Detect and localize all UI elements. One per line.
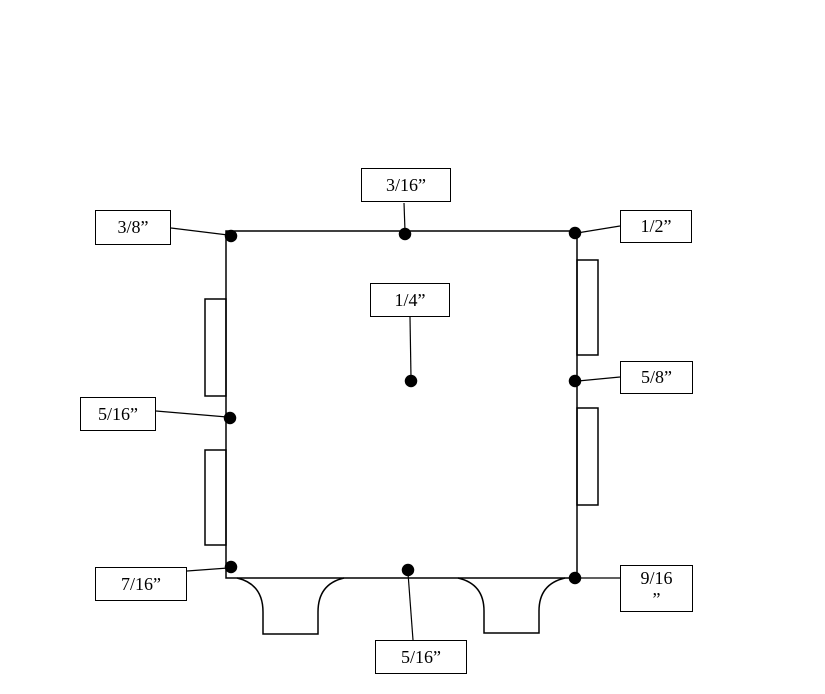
hole-dot-top-left [224,229,238,243]
hole-dot-center [404,374,418,388]
label-center: 1/4” [370,283,450,317]
label-mid-left-text: 5/16” [98,403,138,424]
label-bottom-left: 7/16” [95,567,187,601]
left-tab-bottom [204,449,227,546]
hole-dot-bottom-left [224,560,238,574]
leader-bottom-center [407,572,414,641]
label-bottom-left-text: 7/16” [121,573,161,594]
leader-top-left [170,227,229,236]
label-top-center: 3/16” [361,168,451,202]
right-foot [457,577,566,634]
label-mid-left: 5/16” [80,397,156,431]
label-bottom-center: 5/16” [375,640,467,674]
right-tab-top [576,259,599,356]
label-mid-right: 5/8” [620,361,693,394]
leader-top-right [576,225,621,234]
label-bottom-right-text: 9/16 ” [640,567,673,609]
hole-dot-mid-right [568,374,582,388]
leader-top-center [403,202,406,232]
left-foot [236,577,345,635]
leader-mid-right [577,376,621,382]
hole-dot-top-center [398,227,412,241]
hole-dot-mid-left [223,411,237,425]
label-center-text: 1/4” [394,289,426,310]
label-bottom-right: 9/16 ” [620,565,693,612]
label-top-right: 1/2” [620,210,692,243]
label-top-left: 3/8” [95,210,171,245]
right-tab-bottom [576,407,599,506]
leader-bottom-left [186,567,229,572]
label-top-left-text: 3/8” [117,217,149,238]
hole-dot-bottom-center [401,563,415,577]
leader-center [409,316,412,379]
hole-dot-bottom-right [568,571,582,585]
label-top-center-text: 3/16” [386,174,426,195]
leader-mid-left [155,410,228,418]
label-top-right-text: 1/2” [640,216,672,237]
label-mid-right-text: 5/8” [641,367,672,388]
left-tab-top [204,298,227,397]
hole-dot-top-right [568,226,582,240]
label-bottom-center-text: 5/16” [401,646,441,667]
